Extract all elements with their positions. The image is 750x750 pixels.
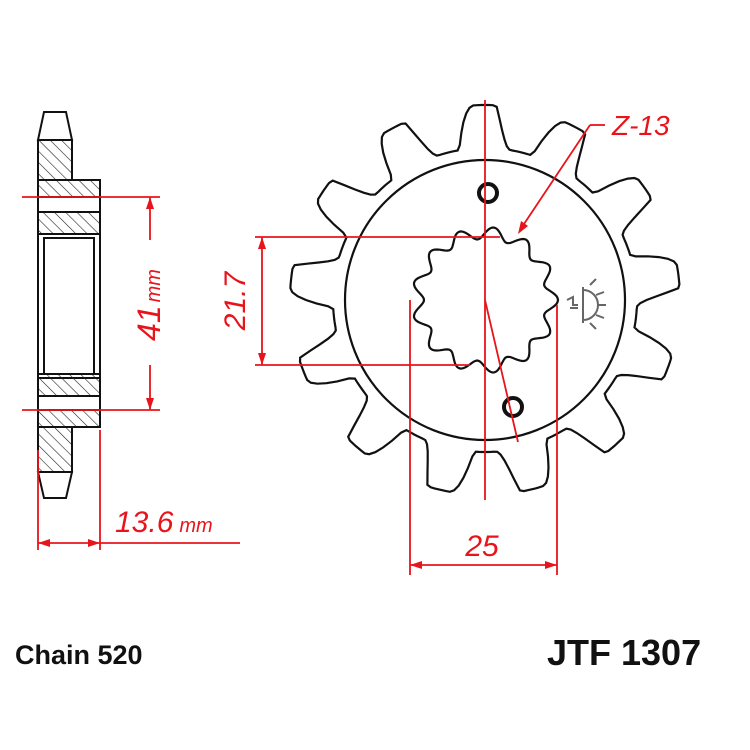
bore-dimension: 41mm [131, 269, 167, 341]
bolt-hole-bottom [502, 396, 524, 418]
side-top-tooth [36, 111, 74, 141]
bolt-hole-top [477, 182, 499, 204]
side-bottom-tooth [36, 471, 74, 499]
side-top-hatch [37, 139, 73, 181]
spline-bore [412, 226, 560, 374]
side-upper-hatch [37, 211, 101, 235]
spline-outer-dimension: 25 [464, 530, 499, 563]
chain-label: Chain 520 [15, 640, 143, 670]
side-lower-hatch [37, 373, 101, 397]
side-bottom-hub [37, 409, 101, 428]
part-number: JTF 1307 [547, 632, 702, 673]
spline-inner-dimension: 21.7 [219, 270, 252, 331]
side-view [36, 111, 101, 499]
side-bore [37, 233, 101, 379]
side-top-hub [37, 179, 101, 198]
tooth-count-label: Z-13 [611, 110, 670, 141]
dimension-lines [22, 100, 605, 575]
jt-sun-logo-icon [566, 278, 606, 330]
side-bottom-hatch [37, 426, 73, 473]
